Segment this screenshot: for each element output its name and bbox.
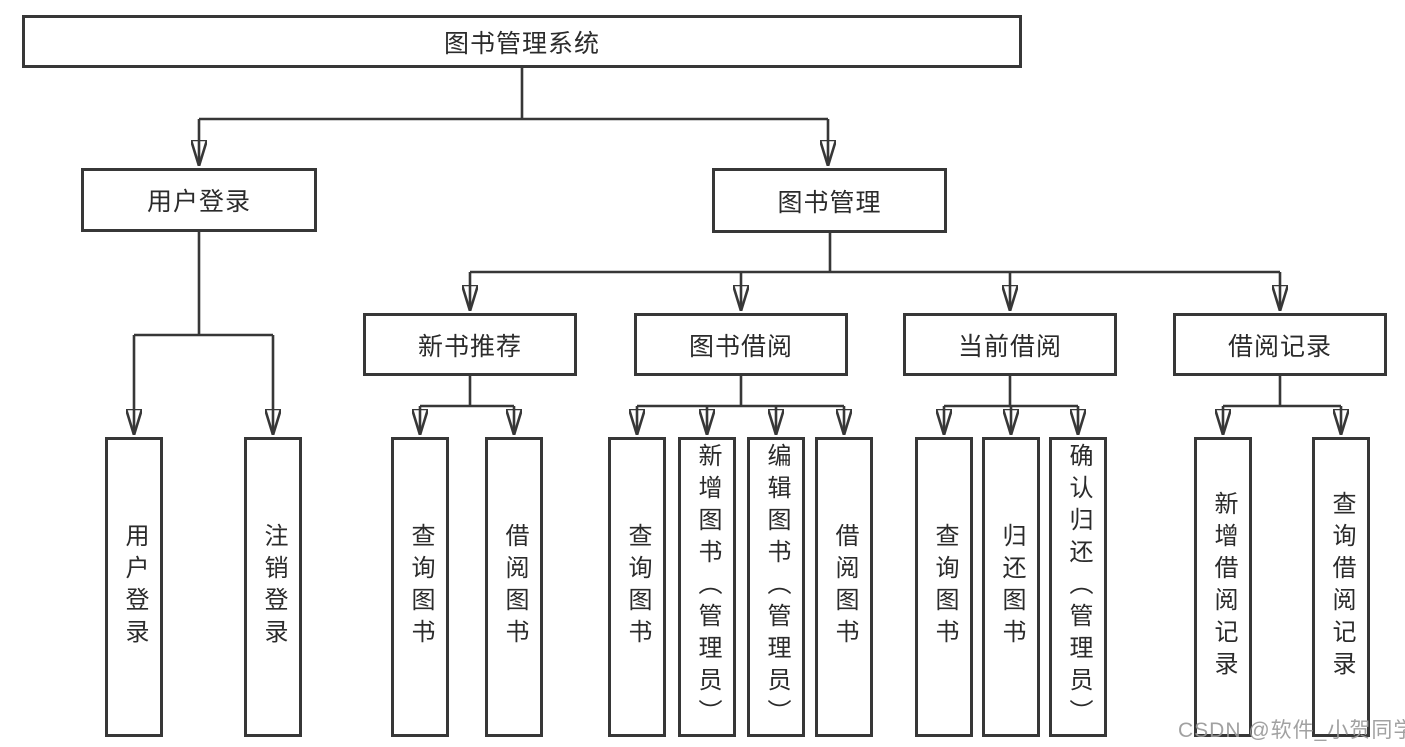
connector-user-login-children bbox=[134, 232, 273, 435]
node-borrow-records: 借阅记录 bbox=[1173, 313, 1387, 376]
node-leaf-add-book-label: 新增图书（管理员） bbox=[694, 443, 721, 731]
node-book-mgmt-group: 图书管理 bbox=[712, 168, 947, 233]
node-book-borrow-label: 图书借阅 bbox=[688, 332, 793, 361]
node-leaf-query-book-3: 查询图书 bbox=[915, 437, 973, 737]
node-leaf-return-book: 归还图书 bbox=[982, 437, 1040, 737]
node-leaf-user-login-label: 用户登录 bbox=[121, 523, 148, 651]
node-current-borrow-label: 当前借阅 bbox=[957, 332, 1062, 361]
connector-root-to-level2 bbox=[199, 68, 828, 166]
node-leaf-confirm-return-label: 确认归还（管理员） bbox=[1065, 443, 1092, 731]
connector-borrow-records-children bbox=[1223, 376, 1341, 435]
node-leaf-add-book: 新增图书（管理员） bbox=[678, 437, 736, 737]
node-leaf-query-book-1-label: 查询图书 bbox=[407, 523, 434, 651]
node-root: 图书管理系统 bbox=[22, 15, 1022, 68]
node-new-book-rec-label: 新书推荐 bbox=[417, 332, 522, 361]
node-borrow-records-label: 借阅记录 bbox=[1227, 332, 1332, 361]
node-leaf-borrow-book-1: 借阅图书 bbox=[485, 437, 543, 737]
node-leaf-borrow-book-1-label: 借阅图书 bbox=[501, 523, 528, 651]
node-leaf-logout-label: 注销登录 bbox=[260, 523, 287, 651]
node-leaf-edit-book: 编辑图书（管理员） bbox=[747, 437, 805, 737]
node-book-borrow: 图书借阅 bbox=[634, 313, 848, 376]
node-leaf-edit-book-label: 编辑图书（管理员） bbox=[763, 443, 790, 731]
node-leaf-return-book-label: 归还图书 bbox=[998, 523, 1025, 651]
connector-new-book-rec-children bbox=[420, 376, 514, 435]
node-leaf-borrow-book-2: 借阅图书 bbox=[815, 437, 873, 737]
connector-book-mgmt-children bbox=[470, 233, 1280, 311]
node-leaf-query-book-3-label: 查询图书 bbox=[931, 523, 958, 651]
node-leaf-query-borrow-record-label: 查询借阅记录 bbox=[1328, 491, 1355, 683]
connector-book-borrow-children bbox=[637, 376, 844, 435]
node-current-borrow: 当前借阅 bbox=[903, 313, 1117, 376]
node-root-label: 图书管理系统 bbox=[443, 29, 600, 58]
node-leaf-add-borrow-record-label: 新增借阅记录 bbox=[1210, 491, 1237, 683]
connector-current-borrow-children bbox=[944, 376, 1078, 435]
node-leaf-query-book-2: 查询图书 bbox=[608, 437, 666, 737]
node-leaf-query-book-2-label: 查询图书 bbox=[624, 523, 651, 651]
node-book-mgmt-group-label: 图书管理 bbox=[777, 188, 882, 217]
node-leaf-confirm-return: 确认归还（管理员） bbox=[1049, 437, 1107, 737]
node-leaf-query-book-1: 查询图书 bbox=[391, 437, 449, 737]
watermark-text: CSDN @软件_小贺同学 bbox=[1178, 719, 1405, 742]
node-leaf-logout: 注销登录 bbox=[244, 437, 302, 737]
node-leaf-query-borrow-record: 查询借阅记录 bbox=[1312, 437, 1370, 737]
node-user-login-group-label: 用户登录 bbox=[146, 188, 251, 216]
node-user-login-group: 用户登录 bbox=[81, 168, 317, 232]
node-leaf-user-login: 用户登录 bbox=[105, 437, 163, 737]
node-leaf-add-borrow-record: 新增借阅记录 bbox=[1194, 437, 1252, 737]
node-new-book-rec: 新书推荐 bbox=[363, 313, 577, 376]
node-leaf-borrow-book-2-label: 借阅图书 bbox=[831, 523, 858, 651]
